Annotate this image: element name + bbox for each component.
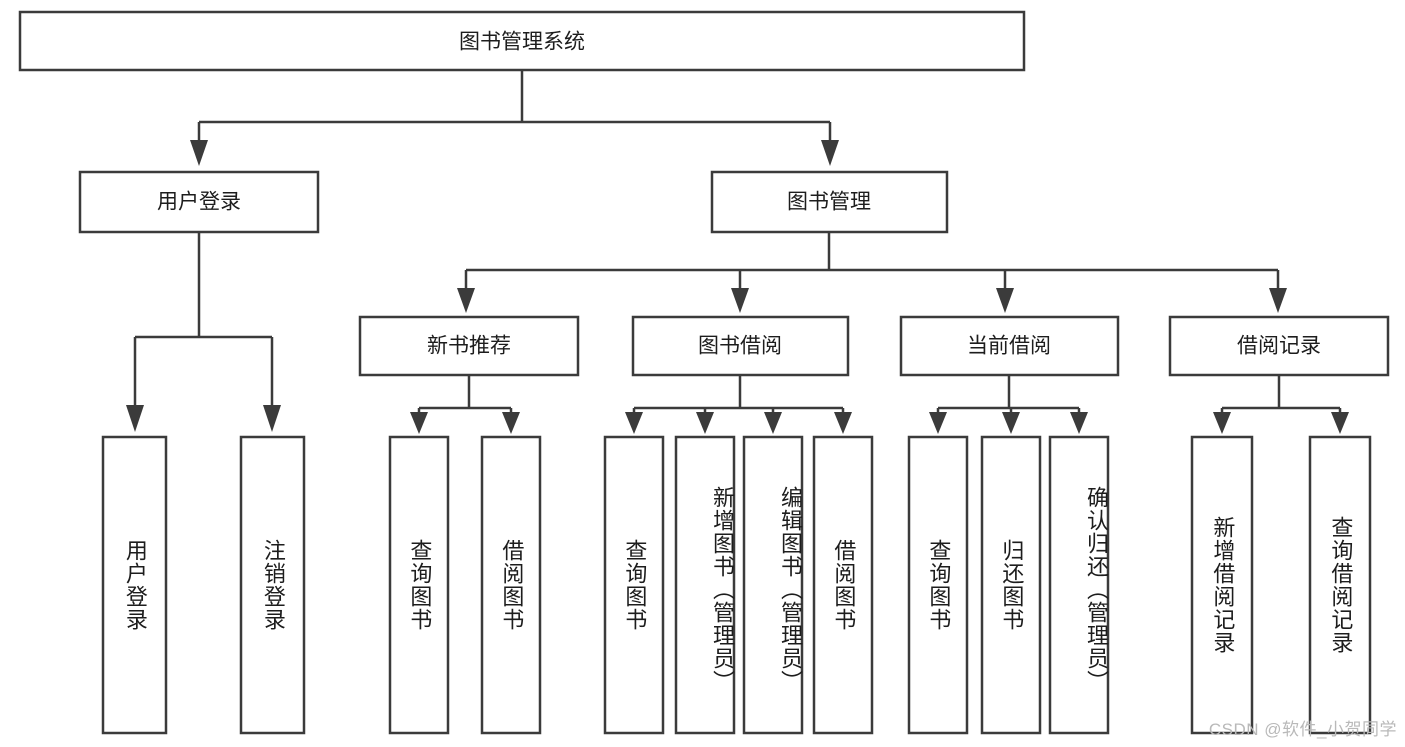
arrow-head-icon: [821, 140, 839, 166]
leaf-box-query-book-1[interactable]: [388, 435, 450, 735]
node-box: [1168, 315, 1390, 377]
arrow-head-icon: [457, 288, 475, 313]
node-box: [631, 315, 850, 377]
node-label-borrow-record: 借阅记录: [1237, 335, 1321, 358]
arrow-head-icon: [696, 412, 714, 434]
leaf-box-return-book[interactable]: [980, 435, 1042, 735]
arrow-head-icon: [834, 412, 852, 434]
arrow-head-icon: [929, 412, 947, 434]
arrow-head-icon: [1002, 412, 1020, 434]
connector-borrow-record-to-leaves: [1213, 375, 1349, 434]
node-box: [899, 315, 1120, 377]
arrow-head-icon: [126, 405, 144, 432]
leaf-box-borrow-book-1[interactable]: [480, 435, 542, 735]
connector-book-manage-to-level2: [457, 232, 1287, 313]
arrow-head-icon: [502, 412, 520, 434]
node-new-book-recommend[interactable]: 新书推荐: [358, 315, 580, 377]
node-box: [18, 10, 1026, 72]
node-root[interactable]: 图书管理系统: [18, 10, 1026, 72]
arrow-head-icon: [263, 405, 281, 432]
connector-user-login-to-leaves: [126, 232, 281, 432]
leaf-box-user-logout[interactable]: [239, 435, 306, 735]
connector-book-borrow-to-leaves: [625, 375, 852, 434]
connector-new-book-recommend-to-leaves: [410, 375, 520, 434]
arrow-head-icon: [731, 288, 749, 313]
arrow-head-icon: [625, 412, 643, 434]
connector-root-to-level1: [190, 70, 839, 166]
leaf-box-query-borrow-record[interactable]: [1308, 435, 1372, 735]
leaf-box-query-book-2[interactable]: [603, 435, 665, 735]
leaf-box-query-book-3[interactable]: [907, 435, 969, 735]
arrow-head-icon: [1269, 288, 1287, 313]
arrow-head-icon: [764, 412, 782, 434]
node-label-new-book-recommend: 新书推荐: [427, 335, 511, 358]
node-user-login[interactable]: 用户登录: [78, 170, 320, 234]
leaf-box-confirm-return-admin[interactable]: [1048, 435, 1110, 735]
leaf-box-add-borrow-record[interactable]: [1190, 435, 1254, 735]
node-label-current-borrow: 当前借阅: [967, 335, 1051, 358]
arrow-head-icon: [1213, 412, 1231, 434]
node-label-root: 图书管理系统: [459, 31, 585, 54]
leaf-box-add-book-admin[interactable]: [674, 435, 736, 735]
leaf-box-user-login-do[interactable]: [101, 435, 168, 735]
node-book-manage[interactable]: 图书管理: [710, 170, 949, 234]
arrow-head-icon: [996, 288, 1014, 313]
arrow-head-icon: [1070, 412, 1088, 434]
node-label-book-borrow: 图书借阅: [698, 335, 782, 358]
connector-current-borrow-to-leaves: [929, 375, 1088, 434]
watermark-text: CSDN @软件_小贺同学: [1208, 720, 1397, 739]
node-borrow-record[interactable]: 借阅记录: [1168, 315, 1390, 377]
arrow-head-icon: [410, 412, 428, 434]
node-current-borrow[interactable]: 当前借阅: [899, 315, 1120, 377]
node-box: [710, 170, 949, 234]
leaf-box-edit-book-admin[interactable]: [742, 435, 804, 735]
arrow-head-icon: [190, 140, 208, 166]
node-box: [358, 315, 580, 377]
node-book-borrow[interactable]: 图书借阅: [631, 315, 850, 377]
node-label-user-login: 用户登录: [157, 191, 241, 214]
leaf-box-borrow-book-2[interactable]: [812, 435, 874, 735]
leaf-boxes: [101, 435, 1372, 735]
arrow-head-icon: [1331, 412, 1349, 434]
node-label-book-manage: 图书管理: [787, 191, 871, 214]
